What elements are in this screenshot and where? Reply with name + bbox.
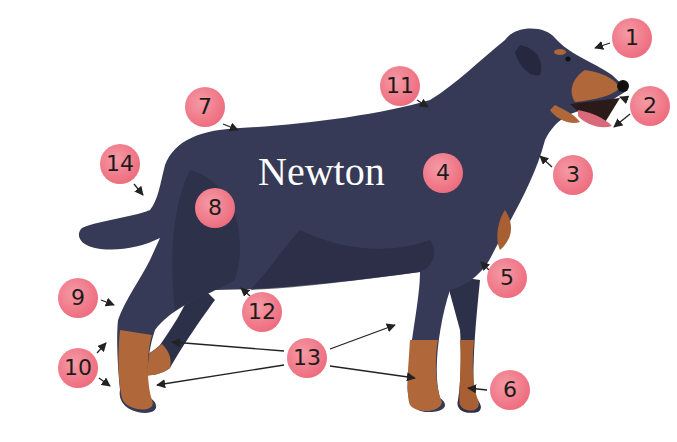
leader-arrow <box>241 288 250 296</box>
callout-number: 13 <box>293 347 321 369</box>
callout-number: 14 <box>106 153 134 175</box>
callout-number: 5 <box>500 267 514 289</box>
leader-arrow <box>468 388 487 390</box>
callout-circle: 11 <box>380 66 420 106</box>
leader-arrow <box>614 114 630 127</box>
leader-arrow <box>417 100 428 107</box>
far-front-leg-tan <box>459 340 478 411</box>
callout-number: 6 <box>503 379 517 401</box>
callout-number: 9 <box>71 287 85 309</box>
leader-arrow <box>595 43 610 48</box>
hind-leg-tan <box>119 330 153 410</box>
leader-arrow <box>330 325 395 349</box>
leader-arrow <box>330 366 415 378</box>
callout-number: 8 <box>208 197 222 219</box>
leader-arrow <box>620 97 628 100</box>
leader-arrows <box>97 43 630 390</box>
body-shading <box>250 230 434 290</box>
leader-arrow <box>172 342 284 351</box>
leader-arrow <box>101 300 114 305</box>
leader-arrow <box>99 378 110 386</box>
dog-eye <box>566 57 571 62</box>
callout-circle: 2 <box>630 86 670 126</box>
callout-circle: 10 <box>58 348 98 388</box>
leader-arrow <box>157 365 284 385</box>
muzzle-tan <box>572 70 620 102</box>
callout-number: 10 <box>64 357 92 379</box>
callout-number: 1 <box>625 27 639 49</box>
callout-number: 12 <box>248 301 276 323</box>
callout-circle: 5 <box>487 258 527 298</box>
callout-number: 7 <box>198 96 212 118</box>
callout-number: 11 <box>386 75 414 97</box>
leader-arrow <box>223 124 238 130</box>
thigh-shading <box>172 170 240 310</box>
callout-number: 2 <box>643 95 657 117</box>
chest-tan <box>497 210 511 250</box>
dog-tongue <box>578 110 612 127</box>
callout-circle: 3 <box>553 155 593 195</box>
dog-nose <box>617 80 629 92</box>
callout-circle: 9 <box>58 278 98 318</box>
leader-arrow <box>134 184 143 195</box>
callout-circle: 12 <box>242 292 282 332</box>
dog-ear <box>515 45 541 75</box>
eyebrow-tan <box>554 49 566 55</box>
leader-arrow <box>97 343 106 353</box>
callout-circle: 4 <box>423 153 463 193</box>
far-front-leg <box>445 275 481 413</box>
leader-arrow <box>540 156 552 167</box>
callout-circle: 14 <box>100 144 140 184</box>
dog-name: Newton <box>258 152 385 192</box>
callout-number: 4 <box>436 162 450 184</box>
callout-number: 3 <box>566 164 580 186</box>
callout-circle: 6 <box>490 370 530 410</box>
dog-body <box>79 28 628 413</box>
callout-circle: 8 <box>195 188 235 228</box>
callout-circle: 13 <box>287 338 327 378</box>
front-leg-tan <box>408 340 442 411</box>
callout-circle: 7 <box>185 87 225 127</box>
callout-circle: 1 <box>612 18 652 58</box>
